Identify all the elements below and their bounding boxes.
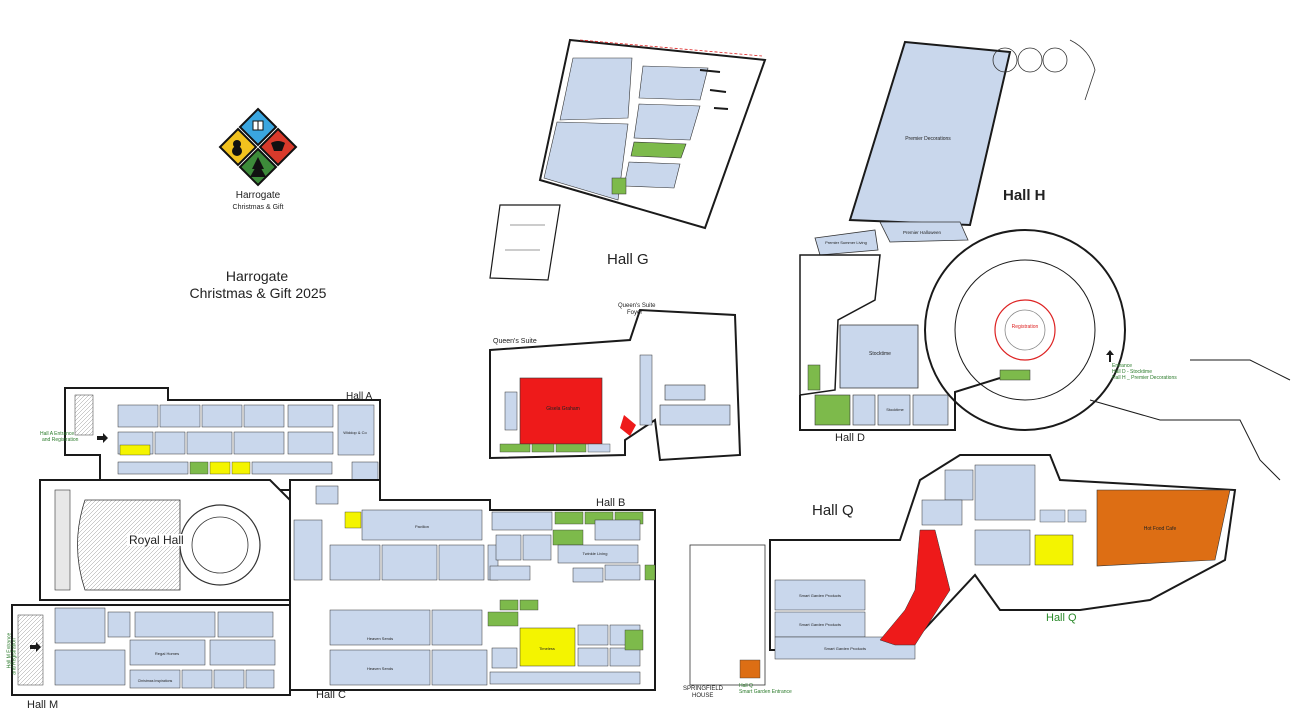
- hot-food-cafe-label: Hot Food Cafe: [1144, 526, 1177, 532]
- royal-hall-label: Royal Hall: [127, 533, 186, 547]
- hall-g-label: Hall G: [607, 251, 649, 268]
- hall-a-entrance-label-2: and Registration: [42, 437, 79, 443]
- twinkle-label: Twinkle Living: [583, 551, 608, 556]
- hall-a-entrance-label-1: Hall A Entrance: [40, 431, 75, 437]
- hall-q-green-label: Hall Q: [1046, 612, 1077, 624]
- stocktime-2-label: Stocktime: [886, 407, 904, 412]
- hall-d-label: Hall D: [835, 432, 865, 444]
- queens-suite-label: Queen's Suite: [493, 338, 537, 345]
- hall-q-entrance-label-1: Hall Q: [739, 683, 753, 689]
- premier-halloween-label: Premier Halloween: [903, 230, 942, 235]
- widdop-label: Widdop & Co: [343, 430, 367, 435]
- hall-m-plan: [11, 604, 291, 696]
- hall-m-entrance-label-2: and Registration: [11, 638, 18, 675]
- hall-c-label: Hall C: [316, 689, 346, 701]
- premier-summer-label: Premier Summer Living: [825, 240, 867, 245]
- regal-homes-label: Regal Homes: [155, 651, 179, 656]
- hall-g-plan: [489, 38, 767, 281]
- hall-b-label: Hall B: [596, 497, 626, 509]
- right-entrance-label-3: Hall H _ Premier Decorations: [1112, 375, 1177, 381]
- right-entrance-label-1: Entrance: [1112, 363, 1133, 369]
- hall-a-plan: [64, 387, 381, 491]
- logo-name: Harrogate: [235, 190, 281, 201]
- stocktime-label: Stocktime: [869, 351, 891, 357]
- registration-label: Registration: [1012, 324, 1039, 330]
- springfield-label-2: HOUSE: [692, 693, 714, 699]
- hall-b-c-plan: [289, 479, 656, 691]
- timeless-label: Timeless: [539, 646, 555, 651]
- pavilion-label: Pavilion: [415, 524, 429, 529]
- queens-suite-foyer-label-1: Queen's Suite: [618, 303, 656, 309]
- smart-garden-3-label: Smart Garden Products: [824, 646, 866, 651]
- hall-q-entrance-label-2: Smart Garden Entrance: [739, 689, 792, 695]
- hall-a-label: Hall A: [346, 391, 373, 402]
- hall-h-plan: [799, 39, 1126, 431]
- event-title-line2: Christmas & Gift 2025: [189, 285, 327, 301]
- heaven-sends-2-label: Heaven Sends: [367, 666, 393, 671]
- diamond-logo-icon: [218, 107, 298, 187]
- hall-a-entrance-arrow-icon: [97, 433, 108, 443]
- right-entrance-label-2: Hall D - Stocktime: [1112, 369, 1153, 375]
- queens-suite-plan: [489, 308, 742, 462]
- christmas-inspirations-label: Christmas Inspirations: [138, 679, 173, 683]
- smart-garden-2-label: Smart Garden Products: [799, 622, 841, 627]
- hall-q-label: Hall Q: [812, 502, 854, 519]
- hall-m-label: Hall M: [27, 699, 59, 711]
- heaven-sends-label: Heaven Sends: [367, 636, 393, 641]
- event-title-line1: Harrogate: [225, 268, 289, 284]
- premier-decorations-label: Premier Decorations: [905, 136, 951, 142]
- logo-sub: Christmas & Gift: [232, 204, 284, 211]
- hall-h-label: Hall H: [1003, 187, 1046, 204]
- queens-suite-foyer-label-2: Foyer: [627, 310, 643, 316]
- hall-m-entrance-arrow-icon: [30, 642, 41, 652]
- right-entrance-arrow-icon: [1106, 350, 1114, 362]
- smart-garden-1-label: Smart Garden Products: [799, 593, 841, 598]
- gisela-graham-label: Gisela Graham: [546, 406, 580, 412]
- hall-q-plan: [689, 359, 1291, 686]
- springfield-label-1: SPRINGFIELD: [683, 686, 724, 692]
